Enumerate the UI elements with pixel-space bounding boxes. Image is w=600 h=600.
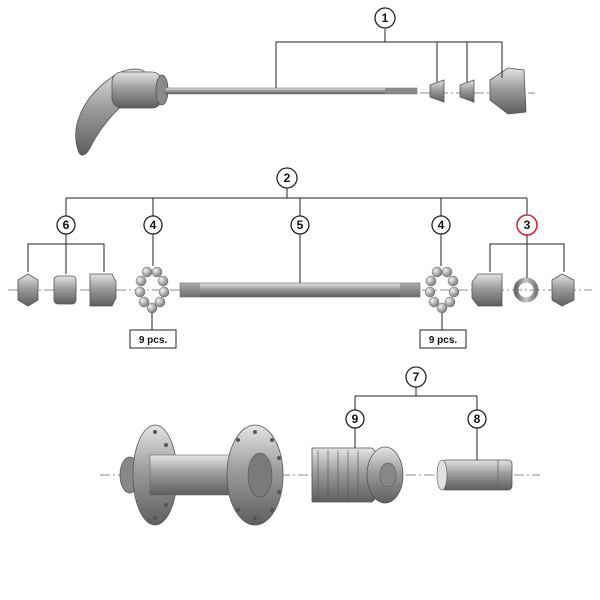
callout-7-label: 7	[413, 370, 420, 384]
right-washer-icon	[513, 277, 539, 303]
freehub-splines-icon	[317, 450, 359, 500]
callout-4-left-label: 4	[150, 218, 157, 232]
callout-1-label: 1	[382, 11, 389, 25]
hub-spoke-holes-icon	[153, 430, 281, 520]
left-cone-icon	[89, 273, 117, 307]
callout-3-label: 3	[524, 218, 531, 232]
qty-box-left	[129, 329, 177, 349]
hub-bearing-seat-icon	[247, 452, 273, 498]
left-lock-nut-icon	[17, 273, 39, 307]
leader-1-frame	[275, 41, 503, 88]
callout-9-label: 9	[352, 412, 359, 426]
qty-label-right: 9 pcs.	[429, 335, 458, 346]
qty-box-right	[419, 329, 467, 349]
callout-6-label: 6	[63, 218, 70, 232]
callout-2-label: 2	[284, 171, 291, 185]
hub-body-freehub-assembly: 7 9 8	[100, 366, 540, 526]
callout-1	[374, 7, 396, 29]
axle-right-thread-icon	[400, 283, 420, 297]
freehub-bore-icon	[379, 462, 397, 488]
callout-2	[276, 167, 298, 189]
hub-axle-icon	[179, 282, 421, 298]
right-cone-icon	[471, 273, 503, 307]
freehub-sleeve-icon	[441, 459, 513, 491]
qr-spring-large-icon	[459, 79, 475, 103]
qr-adjusting-nut-icon	[489, 67, 527, 115]
axle-left-thread-icon	[180, 283, 200, 297]
sleeve-left-face-icon	[436, 459, 448, 491]
hub-axle-assembly: 2 6 4 5 4 3 9 pcs. 9 pcs.	[8, 167, 592, 349]
right-bearing-balls-icon	[424, 266, 460, 314]
qr-thread-icon	[385, 88, 417, 94]
callout-8-label: 8	[474, 412, 481, 426]
callout-5-label: 5	[297, 218, 304, 232]
callout-4-right-label: 4	[438, 218, 445, 232]
qr-spring-small-icon	[429, 79, 445, 103]
quick-release-assembly: 1	[75, 7, 535, 156]
qr-cam-body-icon	[111, 71, 163, 109]
qr-skewer-rod-icon	[164, 87, 418, 95]
left-bearing-balls-icon	[134, 266, 170, 314]
right-lock-nut-icon	[551, 273, 575, 307]
left-lock-washer-icon	[53, 275, 77, 305]
qty-label-left: 9 pcs.	[139, 335, 168, 346]
